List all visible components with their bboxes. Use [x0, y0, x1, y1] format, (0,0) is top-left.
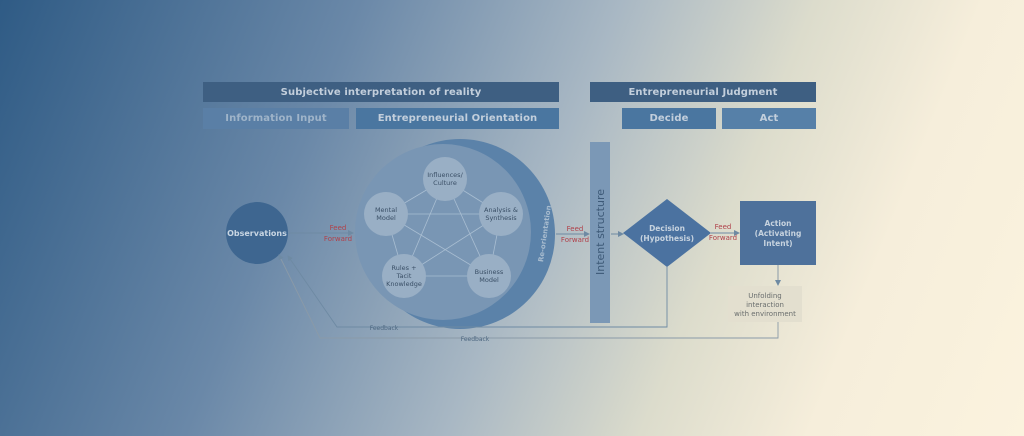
observations-label: Observations	[227, 229, 287, 238]
feed-label-1: Feed	[330, 224, 347, 232]
header-decide-label: Decide	[649, 113, 689, 124]
mental-model-node	[364, 192, 408, 236]
mental-label-1: Mental	[375, 206, 397, 214]
decision-label-1: Decision	[649, 224, 685, 233]
business-label-1: Business	[475, 268, 504, 276]
decision-diamond	[623, 199, 711, 267]
feedback-label-1: Feedback	[370, 325, 399, 332]
unfolding-label-3: with environment	[734, 310, 796, 318]
analysis-label-2: Synthesis	[485, 214, 517, 222]
feedback-label-2: Feedback	[461, 336, 490, 343]
analysis-label-1: Analysis &	[484, 206, 518, 214]
feed-label-2: Feed	[567, 225, 584, 233]
intent-structure-bar	[590, 142, 610, 323]
mental-label-2: Model	[376, 214, 396, 222]
rules-label-2: Tacit	[396, 272, 412, 280]
rules-label-3: Knowledge	[386, 280, 422, 288]
forward-label-1: Forward	[324, 235, 352, 243]
forward-label-3: Forward	[709, 234, 737, 242]
header-entrepreneurial-orientation: Entrepreneurial Orientation	[356, 108, 559, 129]
header-act-label: Act	[759, 113, 779, 124]
intent-structure-label: Intent structure	[594, 189, 607, 275]
action-label-2: (Activating	[755, 229, 802, 238]
unfolding-label-1: Unfolding	[748, 292, 782, 300]
rules-label-1: Rules +	[391, 264, 416, 272]
observations-node	[226, 202, 288, 264]
header-information-input-label: Information Input	[225, 113, 327, 124]
decision-label-2: (Hypothesis)	[640, 234, 694, 243]
influences-culture-node	[423, 157, 467, 201]
action-box	[740, 201, 816, 265]
influences-label-1: Influences/	[427, 171, 463, 179]
action-label-1: Action	[765, 219, 792, 228]
analysis-synthesis-node	[479, 192, 523, 236]
business-model-node	[467, 254, 511, 298]
unfolding-label-2: interaction	[746, 301, 784, 309]
header-act: Act	[722, 108, 816, 129]
header-subjective-interpretation: Subjective interpretation of reality	[203, 82, 559, 102]
feedback-loop-environment	[278, 254, 779, 339]
feed-label-3: Feed	[715, 223, 732, 231]
header-orientation-label: Entrepreneurial Orientation	[377, 113, 538, 124]
header-judgment-label: Entrepreneurial Judgment	[628, 86, 778, 98]
unfolding-interaction-box	[728, 286, 802, 322]
header-decide: Decide	[622, 108, 716, 129]
forward-label-2: Forward	[561, 236, 589, 244]
header-information-input: Information Input	[203, 108, 349, 129]
header-entrepreneurial-judgment: Entrepreneurial Judgment	[590, 82, 816, 102]
influences-label-2: Culture	[433, 179, 457, 187]
business-label-2: Model	[479, 276, 499, 284]
rules-tacit-knowledge-node	[382, 254, 426, 298]
feedback-loop-decision	[287, 255, 668, 328]
action-label-3: Intent)	[763, 239, 792, 248]
header-subjective-label: Subjective interpretation of reality	[280, 86, 482, 98]
